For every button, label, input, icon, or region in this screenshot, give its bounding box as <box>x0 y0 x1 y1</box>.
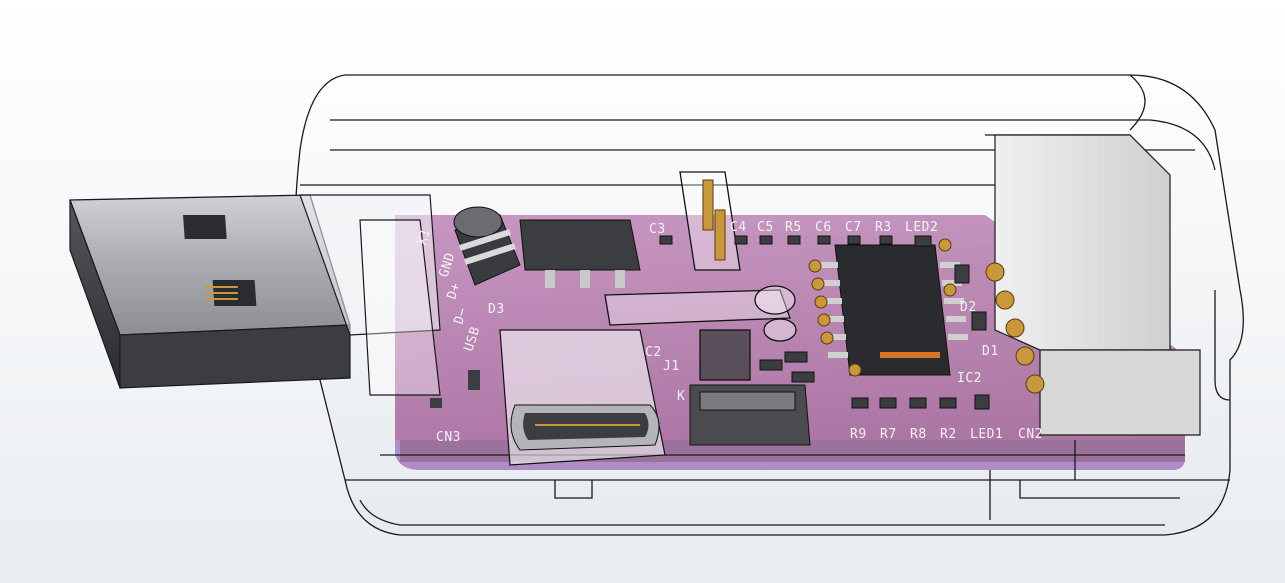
label-ic2: IC2 <box>957 371 982 386</box>
label-cn3: CN3 <box>436 430 461 445</box>
label-c6: C6 <box>815 220 832 235</box>
usb-sleeve <box>299 194 441 396</box>
electrolytic-capacitor <box>453 206 521 286</box>
label-x1: X1 <box>415 227 434 247</box>
pin-header <box>679 171 741 271</box>
label-j1: J1 <box>663 359 680 374</box>
crystal <box>604 285 797 381</box>
label-usb: USB <box>462 325 484 353</box>
usb-a-plug <box>69 194 351 389</box>
regulator-ic <box>519 219 641 288</box>
silkscreen-labels: X1 GND D+ D− USB D3 C3 C4 C5 R5 C6 C7 R3… <box>415 220 1043 445</box>
cn3-pads <box>430 370 480 408</box>
cn2-connector <box>985 134 1201 436</box>
label-r8: R8 <box>910 427 927 442</box>
label-k: K <box>677 389 685 404</box>
label-r7: R7 <box>880 427 897 442</box>
label-d1: D1 <box>982 344 999 359</box>
label-led2: LED2 <box>905 220 938 235</box>
label-cn2: CN2 <box>1018 427 1043 442</box>
label-d3: D3 <box>488 302 505 317</box>
label-c2: C2 <box>645 345 662 360</box>
label-c5: C5 <box>757 220 774 235</box>
label-c3: C3 <box>649 222 666 237</box>
label-r2: R2 <box>940 427 957 442</box>
usb-c-receptacle <box>499 329 666 466</box>
label-gnd: GND <box>437 251 459 279</box>
label-c4: C4 <box>730 220 747 235</box>
label-c7: C7 <box>845 220 862 235</box>
label-d-plus: D+ <box>445 281 464 301</box>
push-button <box>689 384 811 446</box>
label-r3: R3 <box>875 220 892 235</box>
label-d-minus: D− <box>452 306 471 326</box>
label-r5: R5 <box>785 220 802 235</box>
label-d2: D2 <box>960 300 977 315</box>
main-ic <box>818 244 968 376</box>
label-led1: LED1 <box>970 427 1003 442</box>
label-r9: R9 <box>850 427 867 442</box>
smd-components <box>659 235 990 410</box>
ic-pads <box>808 238 957 377</box>
